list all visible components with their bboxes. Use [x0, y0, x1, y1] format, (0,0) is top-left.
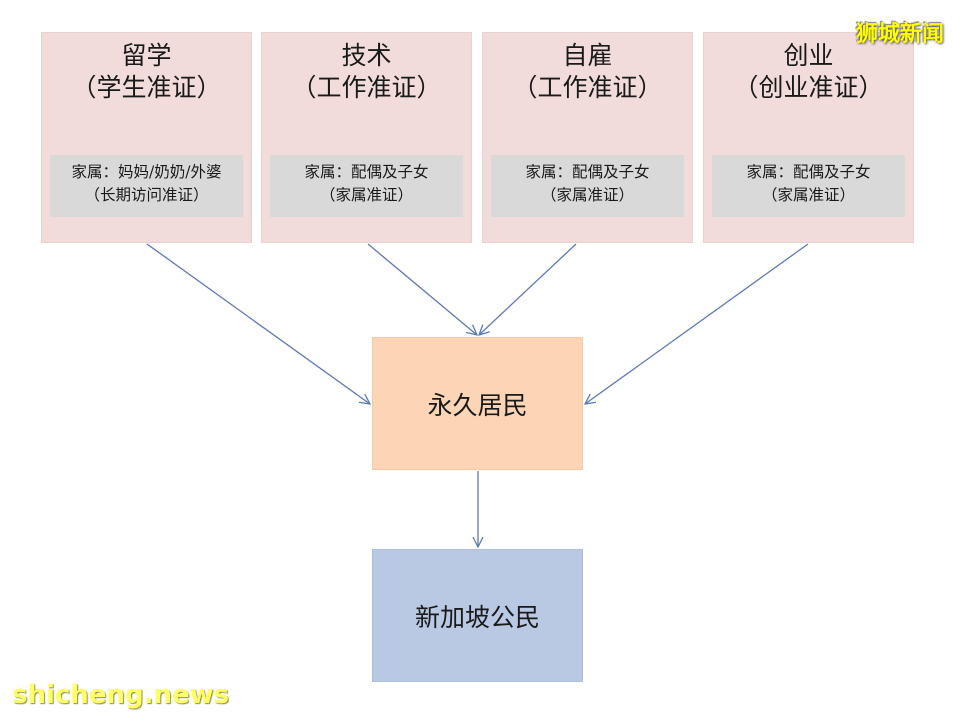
- family-box: 家属：配偶及子女 （家属准证）: [270, 155, 463, 217]
- path-box-study: 留学 （学生准证） 家属：妈妈/奶奶/外婆 （长期访问准证）: [41, 32, 252, 243]
- arrow-tech-to-pr: [367, 243, 477, 335]
- path-title: 自雇: [562, 41, 613, 70]
- family-line: 家属：妈妈/奶奶/外婆: [71, 163, 222, 181]
- family-permit: （家属准证）: [540, 186, 634, 204]
- path-permit: （学生准证）: [71, 73, 222, 102]
- family-box: 家属：配偶及子女 （家属准证）: [712, 155, 905, 217]
- watermark-bottom-left: shicheng.news: [12, 680, 230, 710]
- arrow-study-to-pr: [146, 243, 370, 404]
- family-box: 家属：妈妈/奶奶/外婆 （长期访问准证）: [50, 155, 243, 217]
- arrow-startup-to-pr: [585, 243, 809, 404]
- path-title: 创业: [783, 41, 834, 70]
- family-permit: （长期访问准证）: [84, 186, 209, 204]
- family-line: 家属：配偶及子女: [525, 163, 650, 181]
- path-title: 留学: [121, 41, 172, 70]
- citizen-box: 新加坡公民: [372, 549, 583, 682]
- path-permit: （创业准证）: [733, 73, 884, 102]
- watermark-top-right: 狮城新闻: [855, 22, 944, 47]
- family-line: 家属：配偶及子女: [746, 163, 871, 181]
- permanent-resident-box: 永久居民: [372, 337, 583, 470]
- family-permit: （家属准证）: [319, 186, 413, 204]
- citizen-label: 新加坡公民: [414, 602, 540, 632]
- path-box-self-employed: 自雇 （工作准证） 家属：配偶及子女 （家属准证）: [482, 32, 693, 243]
- path-box-tech: 技术 （工作准证） 家属：配偶及子女 （家属准证）: [261, 32, 472, 243]
- family-line: 家属：配偶及子女: [304, 163, 429, 181]
- path-permit: （工作准证）: [291, 73, 442, 102]
- path-permit: （工作准证）: [512, 73, 663, 102]
- path-title: 技术: [341, 41, 392, 70]
- family-permit: （家属准证）: [761, 186, 855, 204]
- family-box: 家属：配偶及子女 （家属准证）: [491, 155, 684, 217]
- path-box-startup: 创业 （创业准证） 家属：配偶及子女 （家属准证）: [703, 32, 914, 243]
- pr-label: 永久居民: [427, 390, 528, 420]
- arrow-self-to-pr: [479, 243, 577, 335]
